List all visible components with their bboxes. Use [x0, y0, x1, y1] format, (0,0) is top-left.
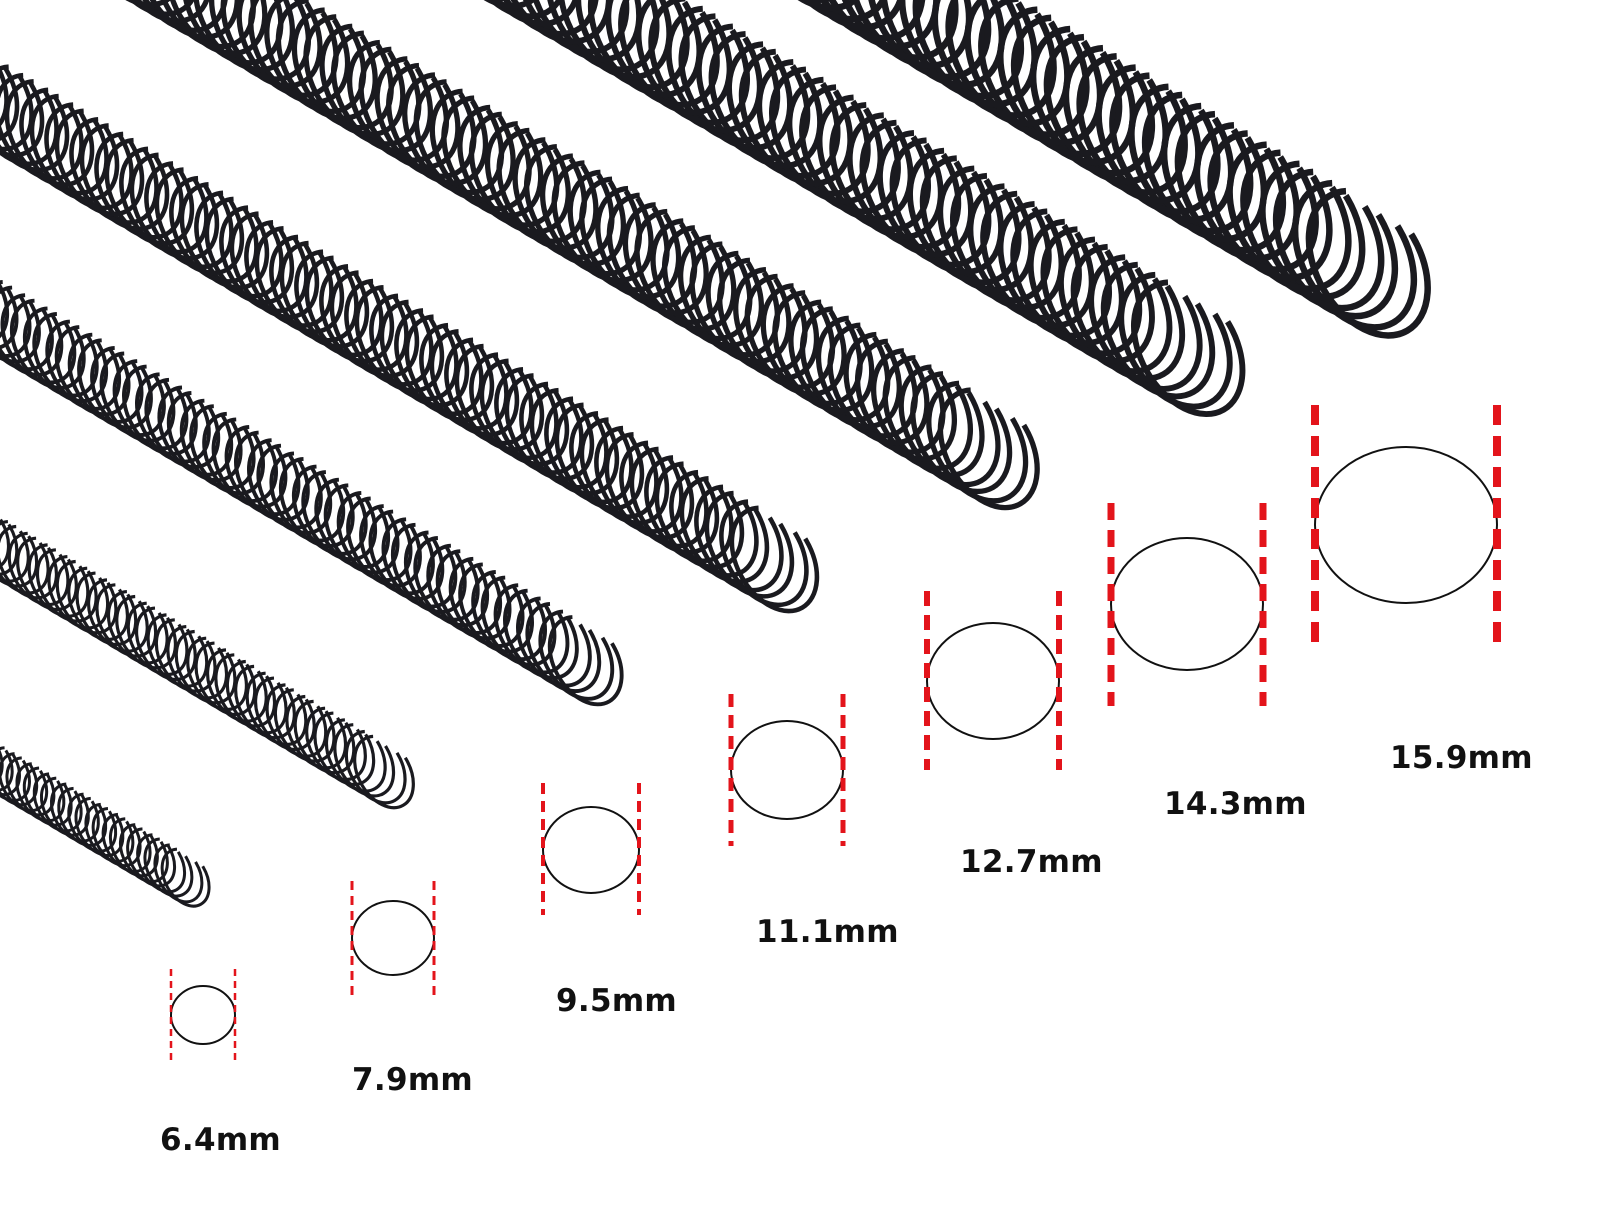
- cross-section-15.9: [1315, 405, 1497, 646]
- cross-section-6.4: [171, 969, 235, 1060]
- diameter-circle: [927, 623, 1059, 739]
- size-label-7-9: 7.9mm: [352, 1062, 473, 1098]
- wire-spine-5: [26, 0, 1057, 525]
- diameter-circle: [1111, 538, 1263, 670]
- diameter-circle: [543, 807, 639, 893]
- wire-spine-1: [0, 684, 219, 914]
- size-label-6-4: 6.4mm: [160, 1122, 281, 1158]
- diameter-circle: [171, 986, 235, 1044]
- diameter-circle: [352, 901, 434, 975]
- size-label-15-9: 15.9mm: [1390, 740, 1533, 776]
- cross-section-11.1: [731, 694, 843, 846]
- cross-section-9.5: [543, 783, 639, 915]
- size-label-9-5: 9.5mm: [556, 983, 677, 1019]
- wire-spine-7: [714, 0, 1452, 357]
- diameter-circle: [1315, 447, 1497, 603]
- size-label-12-7: 12.7mm: [960, 844, 1103, 880]
- cross-section-14.3: [1111, 503, 1263, 706]
- diameter-circle: [731, 721, 843, 819]
- size-label-14-3: 14.3mm: [1164, 786, 1307, 822]
- cross-section-12.7: [927, 591, 1059, 770]
- size-label-11-1: 11.1mm: [756, 914, 899, 950]
- cross-section-7.9: [352, 881, 434, 995]
